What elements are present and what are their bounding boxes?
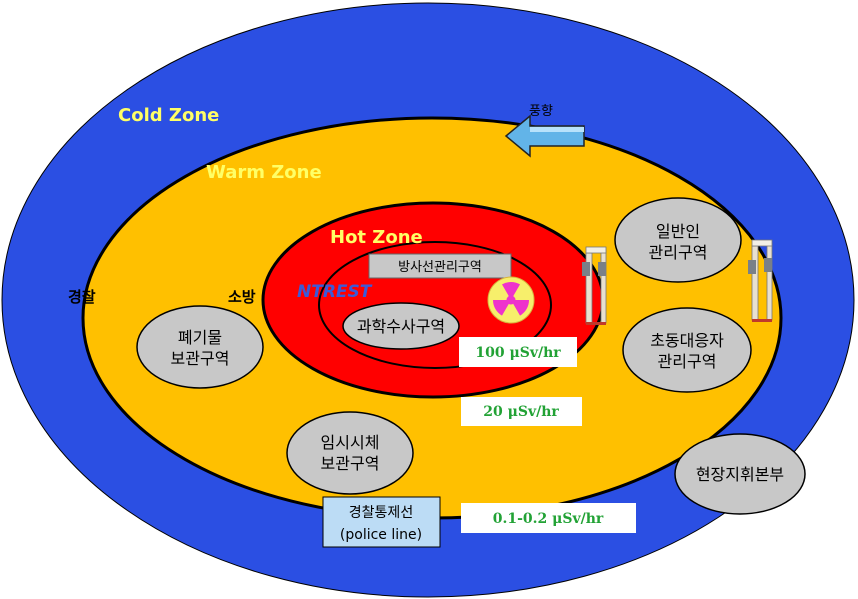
body-storage-line2: 보관구역: [321, 454, 380, 473]
general-public-line1: 일반인: [656, 222, 700, 241]
dose-box-hot: [459, 337, 577, 367]
police-line-ko: 경찰통제선: [349, 505, 413, 521]
waste-storage-line2: 보관구역: [171, 349, 230, 368]
dose-box-warm: [461, 397, 582, 426]
first-responder-line1: 초동대응자: [650, 331, 724, 350]
general-public-area: [614, 197, 742, 283]
hot-zone-title: Hot Zone: [330, 227, 423, 248]
portal-monitor-icon: [582, 246, 607, 325]
cold-zone-title: Cold Zone: [118, 105, 219, 126]
dose-cold: 0.1-0.2 μSv/hr: [493, 511, 604, 527]
dose-box-cold: [461, 503, 636, 533]
police-line-en: (police line): [340, 527, 422, 543]
portal-monitor-icon: [748, 239, 773, 322]
body-storage-area: [286, 411, 414, 495]
command-post-area: [674, 433, 806, 515]
wind-arrow-icon: [504, 114, 585, 158]
forensic-area: [342, 302, 460, 350]
police-label: 경찰: [68, 288, 96, 306]
dose-warm: 20 μSv/hr: [483, 404, 559, 420]
radiation-icon: [487, 276, 535, 324]
waste-storage-line1: 폐기물: [178, 328, 222, 347]
command-post-label: 현장지휘본부: [696, 465, 784, 484]
first-responder-line2: 관리구역: [658, 352, 717, 371]
dose-hot: 100 μSv/hr: [475, 345, 561, 361]
warm-zone-title: Warm Zone: [206, 162, 322, 183]
radiation-area-ring: [318, 241, 552, 369]
general-public-line2: 관리구역: [649, 243, 708, 262]
logo: NTREST: [297, 282, 373, 302]
police-line-box: [322, 496, 441, 548]
waste-storage-area: [136, 305, 264, 389]
body-storage-line1: 임시시체: [321, 433, 380, 452]
radiation-area-box: [368, 253, 512, 279]
wind-label: 풍향: [529, 104, 553, 119]
radiation-area-label: 방사선관리구역: [398, 260, 482, 275]
fire-label: 소방: [228, 288, 256, 306]
first-responder-area: [622, 307, 752, 393]
forensic-area-label: 과학수사구역: [357, 317, 445, 336]
